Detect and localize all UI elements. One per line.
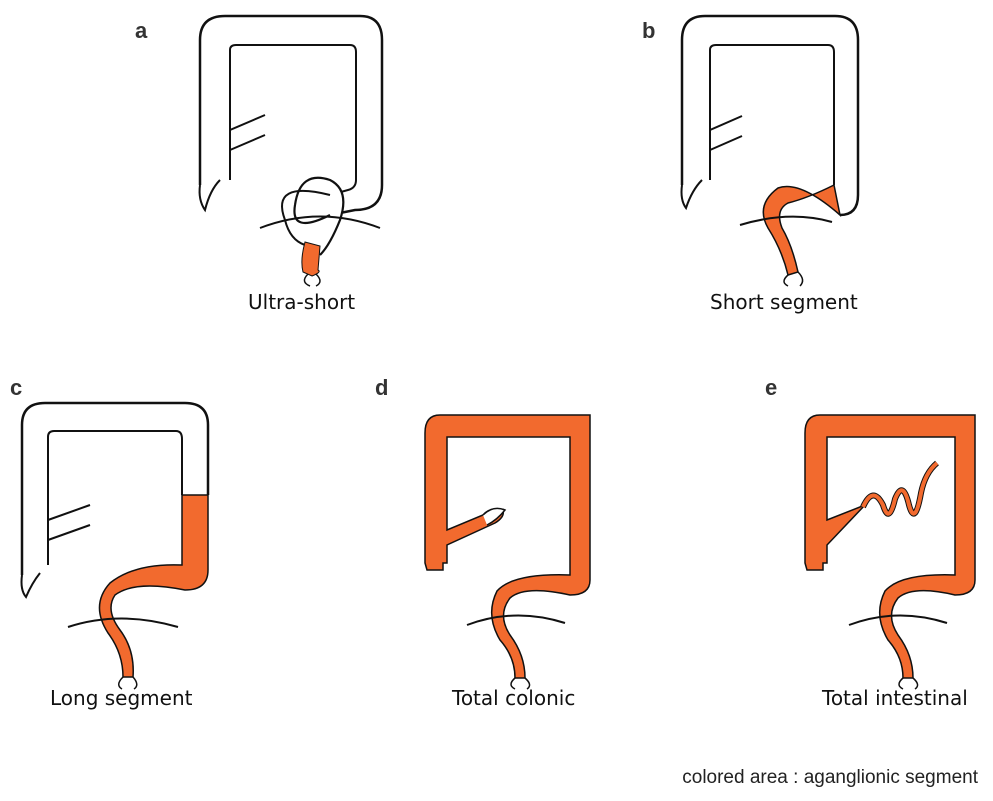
- panel-letter: b: [642, 18, 655, 44]
- panel-letter: a: [135, 18, 147, 44]
- panel-label: Long segment: [50, 686, 192, 710]
- panel-label: Short segment: [710, 290, 858, 314]
- colon-diagram-long-segment: [10, 395, 260, 685]
- panel-label: Ultra-short: [248, 290, 355, 314]
- panel-a: a Ultra-short: [170, 10, 420, 330]
- panel-e: e Total intestinal: [765, 375, 993, 705]
- colon-diagram-ultra-short: [170, 10, 420, 280]
- panel-c: c Long segment: [10, 375, 260, 705]
- panel-label: Total intestinal: [822, 686, 968, 710]
- legend-footnote: colored area : aganglionic segment: [682, 767, 978, 789]
- panel-label: Total colonic: [452, 686, 575, 710]
- panel-d: d Total colonic: [375, 375, 635, 705]
- colon-diagram-total-intestinal: [765, 395, 993, 685]
- colon-diagram-total-colonic: [375, 395, 625, 685]
- panel-b: b Short segment: [650, 10, 900, 330]
- colon-diagram-short-segment: [650, 10, 900, 280]
